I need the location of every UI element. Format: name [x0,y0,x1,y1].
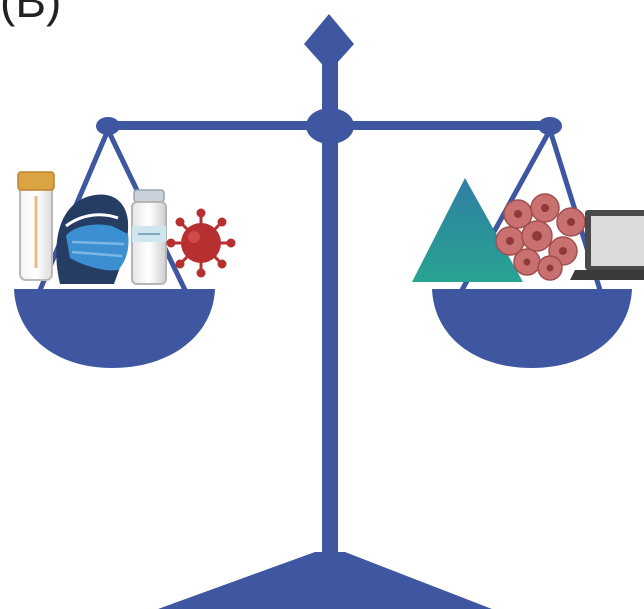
scale-structure [96,14,562,609]
beam-end-right [538,117,562,135]
beam-end-left [96,117,120,135]
balance-beam [104,121,550,130]
left-pan [14,289,215,368]
virus-icon [166,208,236,278]
laptop-icon [570,210,644,280]
panel-label: (B) [0,0,62,27]
right-pan [432,289,632,368]
cell-nuclei [506,204,575,272]
left-pan-items [17,171,236,285]
masked-person-icon [56,194,129,284]
vaccine-vial-icon [131,189,167,285]
scale-base [158,552,492,609]
sample-tube-icon [17,171,55,281]
triangle-icon [412,178,523,282]
finial-diamond [304,14,354,72]
central-post [322,60,338,560]
right-pan-items [412,178,644,282]
scale-pans [14,289,632,368]
